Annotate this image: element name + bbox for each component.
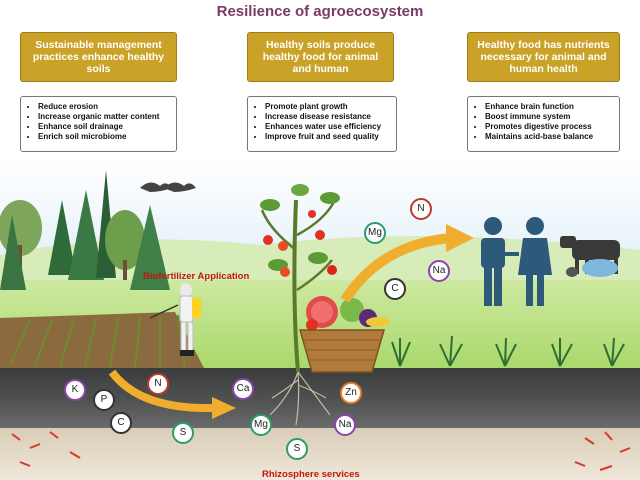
benefit-item: Increase organic matter content bbox=[38, 112, 170, 122]
benefit-list-2: Promote plant growth Increase disease re… bbox=[247, 96, 397, 152]
nutrient-badge: K bbox=[64, 379, 86, 401]
benefit-item: Enhances water use efficiency bbox=[265, 122, 390, 132]
grass-tufts bbox=[391, 335, 625, 367]
nutrient-badge: Mg bbox=[250, 414, 272, 436]
arrow-head-upper bbox=[446, 224, 474, 252]
subsoil-layer bbox=[0, 428, 640, 480]
nutrient-badge: S bbox=[172, 422, 194, 444]
tomato-plant bbox=[260, 184, 340, 426]
soil-nutrient-arrow bbox=[108, 369, 216, 413]
pig bbox=[582, 259, 618, 277]
nutrient-badge: Zn bbox=[340, 382, 362, 404]
benefit-item: Promotes digestive process bbox=[485, 122, 613, 132]
arrow-head-lower bbox=[212, 397, 236, 419]
soil-microbes bbox=[11, 431, 631, 471]
benefit-item: Promote plant growth bbox=[265, 102, 390, 112]
column-header-1: Sustainable management practices enhance… bbox=[20, 32, 177, 82]
biofertilizer-label: Biofertilizer Application bbox=[143, 271, 250, 282]
chicken bbox=[566, 267, 578, 277]
column-header-3: Healthy food has nutrients necessary for… bbox=[467, 32, 620, 82]
rhizosphere-label: Rhizosphere services bbox=[262, 469, 360, 480]
farmer-sprayer bbox=[149, 283, 201, 356]
food-to-consumer-arrow bbox=[340, 233, 451, 303]
column-header-2: Healthy soils produce healthy food for a… bbox=[247, 32, 394, 82]
benefit-item: Maintains acid-base balance bbox=[485, 132, 613, 142]
crop-field bbox=[0, 312, 205, 372]
benefit-item: Enrich soil microbiome bbox=[38, 132, 170, 142]
benefit-item: Reduce erosion bbox=[38, 102, 170, 112]
nutrient-badge: N bbox=[147, 373, 169, 395]
nutrient-badge: S bbox=[286, 438, 308, 460]
human-couple bbox=[481, 217, 552, 306]
nutrient-badge: C bbox=[110, 412, 132, 434]
nutrient-badge: Mg bbox=[364, 222, 386, 244]
benefit-item: Improve fruit and seed quality bbox=[265, 132, 390, 142]
food-basket bbox=[299, 296, 390, 373]
benefit-list-3: Enhance brain function Boost immune syst… bbox=[467, 96, 620, 152]
benefit-item: Increase disease resistance bbox=[265, 112, 390, 122]
benefit-item: Enhance soil drainage bbox=[38, 122, 170, 132]
nutrient-badge: P bbox=[93, 389, 115, 411]
page-title: Resilience of agroecosystem bbox=[216, 3, 424, 20]
nutrient-badge: C bbox=[384, 278, 406, 300]
benefit-list-1: Reduce erosion Increase organic matter c… bbox=[20, 96, 177, 152]
nutrient-badge: Na bbox=[334, 414, 356, 436]
forest bbox=[0, 170, 170, 290]
nutrient-badge: Na bbox=[428, 260, 450, 282]
benefit-item: Boost immune system bbox=[485, 112, 613, 122]
nutrient-badge: N bbox=[410, 198, 432, 220]
benefit-item: Enhance brain function bbox=[485, 102, 613, 112]
nutrient-badge: Ca bbox=[232, 378, 254, 400]
birds bbox=[140, 182, 196, 192]
